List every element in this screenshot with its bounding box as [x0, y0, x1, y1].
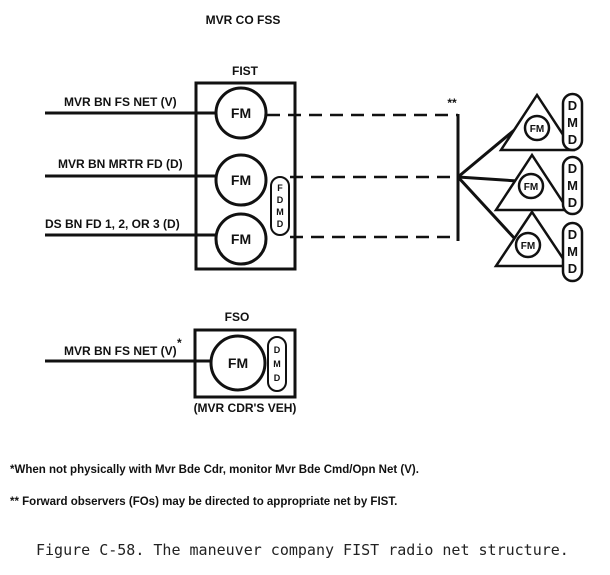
footnote-2: ** Forward observers (FOs) may be direct… [10, 496, 397, 508]
fso-box [193, 328, 297, 399]
figure-caption: Figure C-58. The maneuver company FIST r… [36, 541, 569, 559]
fso-digital-device: D M D [267, 336, 287, 392]
fist-radio-2: FM [214, 153, 268, 207]
net-label-2: MVR BN MRTR FD (D) [58, 157, 183, 171]
fso-vehicle-label: (MVR CDR'S VEH) [194, 401, 297, 415]
svg-text:D: D [277, 195, 284, 205]
fso-radio: FM [209, 334, 267, 392]
svg-text:D: D [568, 261, 577, 276]
svg-text:D: D [274, 345, 281, 355]
forward-observer-2: FM D M D [493, 152, 584, 216]
diagram-title: MVR CO FSS [206, 13, 281, 27]
fist-radio-1: FM [214, 86, 268, 140]
fist-radio-2-label: FM [231, 172, 251, 188]
fist-radio-3-label: FM [231, 231, 251, 247]
fist-label: FIST [232, 64, 259, 78]
fan-line-2 [457, 175, 519, 183]
fso-net-label: MVR BN FS NET (V) [64, 344, 177, 358]
fist-radio-3: FM [214, 212, 268, 266]
svg-text:M: M [567, 178, 578, 193]
net-label-3: DS BN FD 1, 2, OR 3 (D) [45, 217, 180, 231]
svg-text:M: M [567, 244, 578, 259]
svg-text:D: D [568, 195, 577, 210]
net-label-1: MVR BN FS NET (V) [64, 95, 177, 109]
fo-2-radio: FM [524, 182, 538, 193]
svg-text:M: M [567, 115, 578, 130]
fist-radio-1-label: FM [231, 105, 251, 121]
svg-text:M: M [273, 359, 281, 369]
fist-digital-device: F D M D [270, 176, 290, 236]
svg-text:D: D [568, 161, 577, 176]
svg-text:D: D [568, 98, 577, 113]
svg-text:D: D [274, 373, 281, 383]
forward-observer-3: FM D M D [493, 209, 584, 283]
fo-marker: ** [447, 96, 457, 110]
fso-label: FSO [225, 310, 250, 324]
footnote-1: *When not physically with Mvr Bde Cdr, m… [10, 464, 419, 476]
svg-text:F: F [277, 183, 283, 193]
fo-1-radio: FM [530, 124, 544, 135]
fan-line-3 [456, 175, 518, 242]
forward-observer-1: FM D M D [498, 92, 584, 152]
fso-net-marker: * [177, 336, 182, 350]
svg-text:D: D [277, 219, 284, 229]
svg-text:D: D [568, 132, 577, 147]
svg-text:D: D [568, 227, 577, 242]
fso-radio-label: FM [228, 355, 248, 371]
svg-text:M: M [276, 207, 284, 217]
fo-3-radio: FM [521, 241, 535, 252]
